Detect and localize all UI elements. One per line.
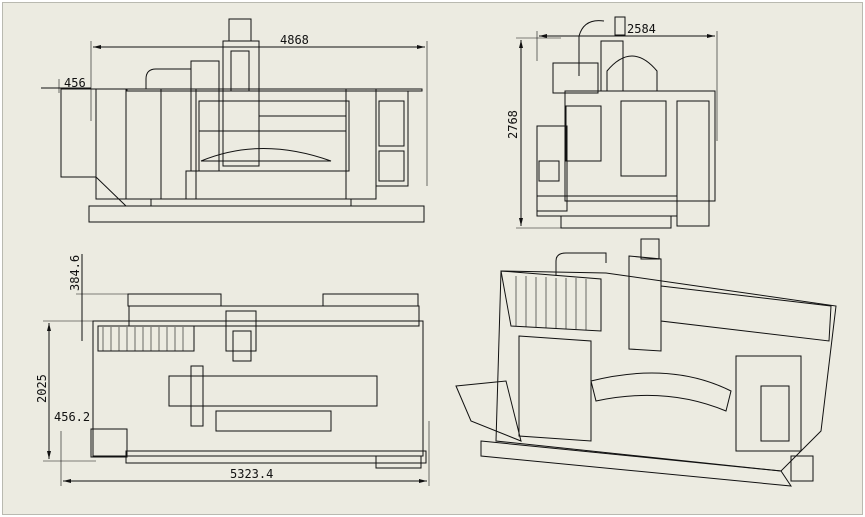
top-view [43, 254, 430, 486]
side-view [516, 16, 718, 229]
side-width-dimension: 2584 [627, 22, 656, 36]
top-offset-bottom-dimension: 456.2 [54, 410, 90, 424]
front-view [41, 18, 428, 223]
side-height-dimension: 2768 [506, 110, 520, 139]
isometric-view [455, 238, 837, 487]
top-depth-dimension: 2025 [35, 374, 49, 403]
cad-drawing: 4868 456 2584 2768 [35, 16, 837, 487]
front-offset-dimension: 456 [64, 76, 86, 90]
top-length-dimension: 5323.4 [230, 467, 273, 481]
front-width-dimension: 4868 [280, 33, 309, 47]
top-offset-top-dimension: 384.6 [68, 255, 82, 291]
